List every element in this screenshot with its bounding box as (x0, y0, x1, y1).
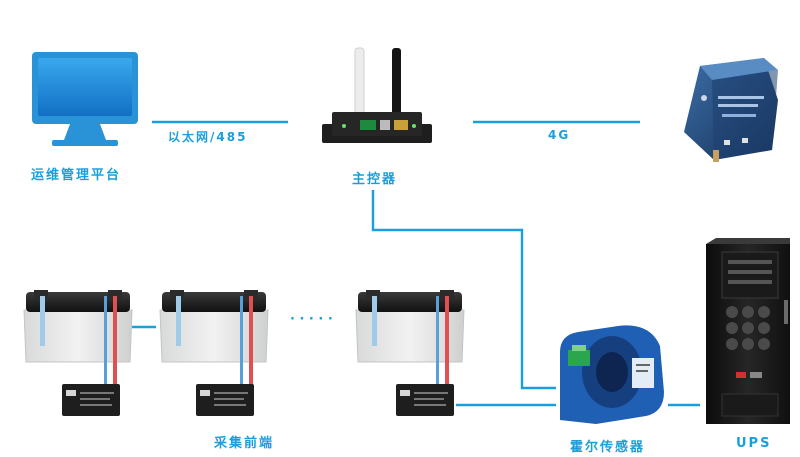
collector-module-icon (62, 384, 120, 416)
ups-cabinet-icon (706, 238, 790, 424)
line-controller-sensor (371, 190, 556, 390)
hall-sensor-icon (560, 325, 664, 424)
collector-module-icon (396, 384, 454, 416)
label-platform: 运维管理平台 (31, 168, 122, 183)
battery-icon (159, 290, 269, 386)
collector-module-icon (196, 384, 254, 416)
battery-icon (355, 290, 465, 386)
router-icon (322, 47, 432, 143)
battery-icon (23, 290, 133, 386)
connection-lines (132, 120, 700, 407)
label-ups: UPS (736, 436, 772, 451)
label-link-ethernet: 以太网/485 (168, 130, 248, 144)
gateway-4g-icon (684, 58, 778, 162)
label-hall-sensor: 霍尔传感器 (570, 440, 646, 455)
label-link-4g: 4G (548, 128, 571, 142)
label-collector: 采集前端 (214, 436, 275, 451)
monitor-icon (32, 52, 138, 146)
label-ellipsis: · · · · · (290, 312, 333, 327)
label-controller: 主控器 (352, 172, 398, 187)
